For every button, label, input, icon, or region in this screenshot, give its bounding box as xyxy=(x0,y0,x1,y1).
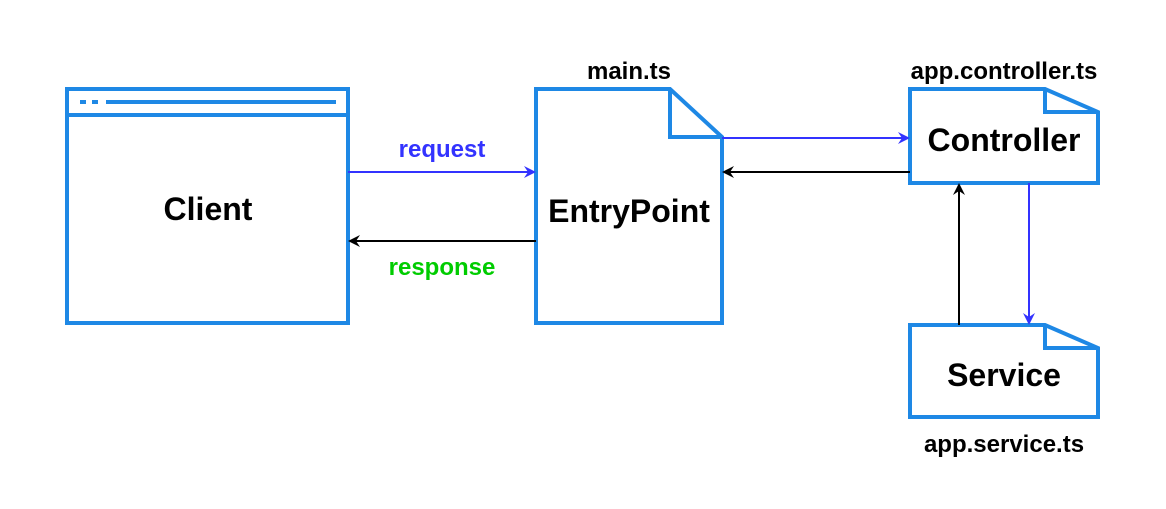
controller-filename: app.controller.ts xyxy=(911,58,1098,85)
controller-folded-corner xyxy=(1043,89,1098,114)
service-filename: app.service.ts xyxy=(924,431,1084,458)
entrypoint-filename: main.ts xyxy=(587,58,671,85)
response-edge: response xyxy=(348,235,536,281)
entrypoint-document-shape xyxy=(534,87,724,325)
entrypoint-node: EntryPoint main.ts xyxy=(534,58,724,325)
controller-label: Controller xyxy=(928,122,1081,158)
entrypoint-folded-corner xyxy=(668,89,722,139)
response-label: response xyxy=(389,254,496,281)
client-node: Client xyxy=(65,87,350,325)
request-label: request xyxy=(399,136,486,163)
request-edge: request xyxy=(348,136,536,178)
controller-node: Controller app.controller.ts xyxy=(908,58,1100,185)
client-window-frame xyxy=(65,87,350,325)
service-label: Service xyxy=(947,357,1061,393)
service-node: Service app.service.ts xyxy=(908,323,1100,458)
client-label: Client xyxy=(164,191,253,227)
service-folded-corner xyxy=(1043,325,1098,350)
entrypoint-label: EntryPoint xyxy=(548,193,710,229)
